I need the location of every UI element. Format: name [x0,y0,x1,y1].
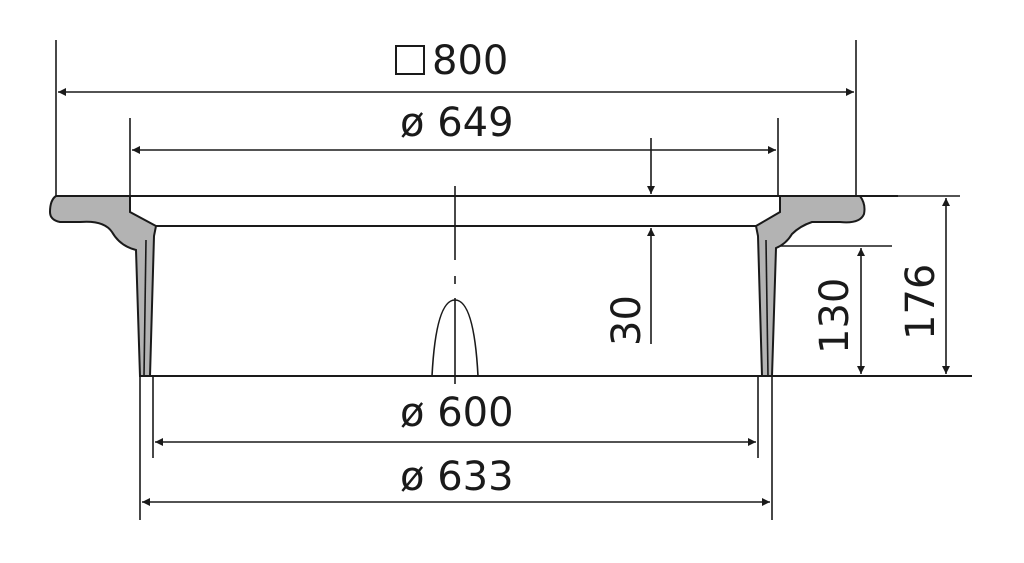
dim-label-800: 800 [432,38,508,84]
dim-label-633: ø 633 [400,454,514,500]
right-flange-section [754,195,866,377]
dim-label-649: ø 649 [400,100,514,146]
extension-lines [55,40,960,520]
right-taper-line [765,239,769,377]
left-flange-section [48,195,158,377]
dim-label-30: 30 [604,295,650,346]
square-outline-icon [395,45,425,75]
left-taper-line [143,239,147,377]
dim-label-600: ø 600 [400,390,514,436]
dim-label-130: 130 [812,278,858,354]
center-rib [431,299,479,377]
dim-label-176: 176 [898,264,944,340]
